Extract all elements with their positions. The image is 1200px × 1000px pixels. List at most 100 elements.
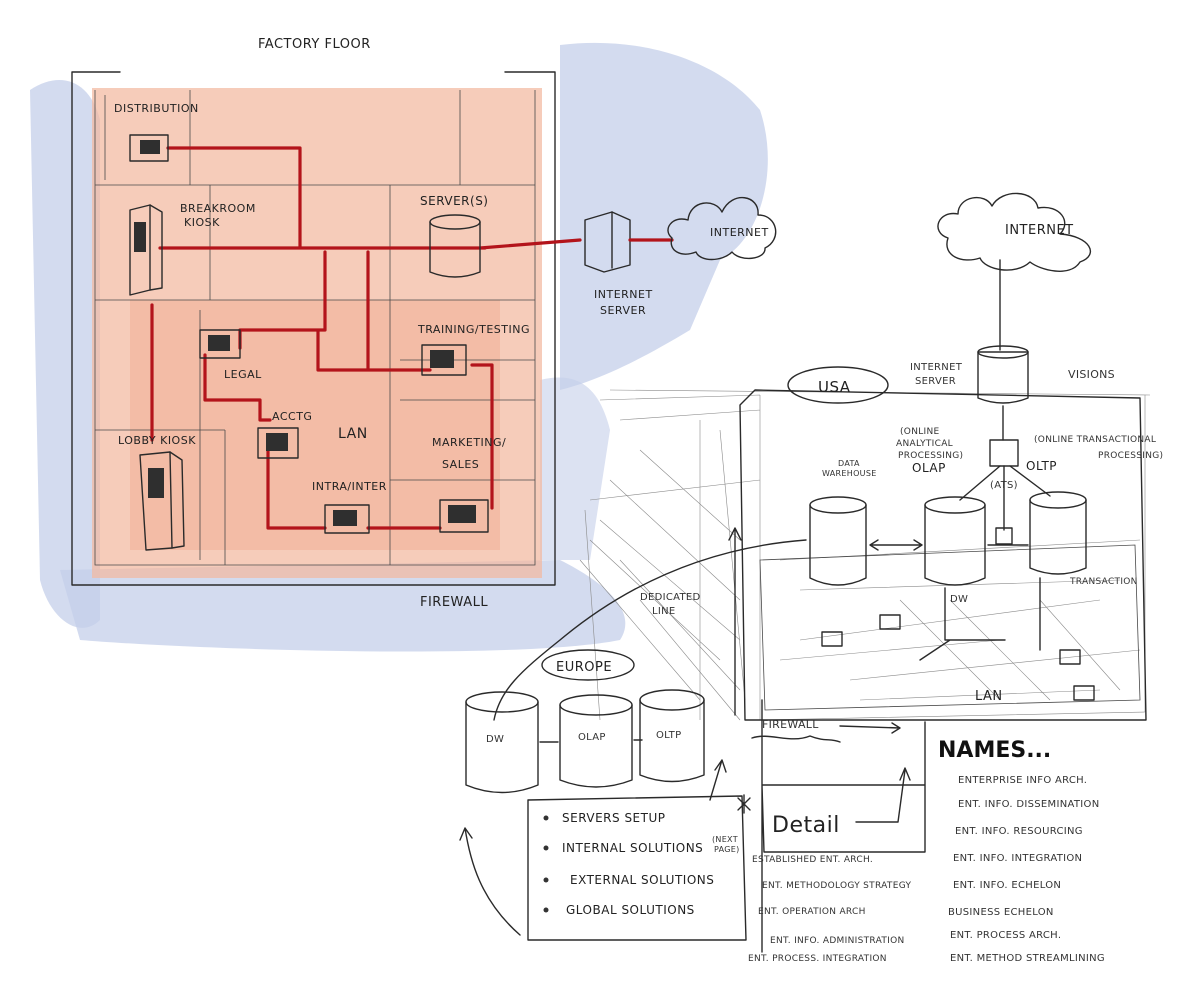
usa-region-label: USA [818, 378, 851, 396]
outside-wash-right [560, 42, 768, 390]
outside-wash-mid [540, 377, 610, 560]
usa-firewall-label: FIREWALL [762, 718, 819, 731]
computer-icon-acctg [257, 427, 299, 459]
dw-label: DW [950, 594, 968, 605]
usa-tag-outline [787, 366, 889, 404]
computer-icon-distribution [129, 134, 169, 162]
factory-floor-plan: FACTORY FLOOR [71, 37, 777, 610]
floor-inner-wall [94, 90, 536, 566]
detail-item-1: ESTABLISHED ENT. ARCH. [752, 855, 873, 865]
detail-box-outline [761, 699, 926, 953]
floor-outer-wall [71, 71, 556, 586]
bullet-note-2: PAGE) [714, 845, 740, 854]
europe-oltp-label: OLTP [656, 730, 681, 741]
detail-title: Detail [772, 813, 840, 838]
bullet-dot-4 [543, 907, 549, 913]
olap-desc-3: PROCESSING) [898, 451, 963, 461]
bullet-servers-setup: SERVERS SETUP [562, 811, 666, 825]
usa-server-olap [924, 496, 986, 586]
outside-wash-left [30, 80, 100, 628]
outside-wash-bottom [60, 560, 626, 652]
olap-oltp-connector [995, 527, 1013, 545]
names-item-3: ENT. INFO. RESOURCING [955, 826, 1083, 837]
kiosk-icon-lobby [139, 451, 185, 551]
names-item-8: ENT. METHOD STREAMLINING [950, 953, 1105, 964]
names-item-1: ENTERPRISE INFO ARCH. [958, 775, 1087, 786]
names-title: NAMES... [938, 738, 1051, 763]
dw-olap-arrow [869, 539, 923, 551]
detail-section: Detail ESTABLISHED ENT. ARCH. ENT. METHO… [737, 699, 926, 964]
names-item-4: ENT. INFO. INTEGRATION [953, 853, 1082, 864]
label-internet-server-2: SERVER [600, 304, 646, 317]
names-item-5: ENT. INFO. ECHELON [953, 880, 1061, 891]
label-breakroom-2: KIOSK [184, 216, 220, 229]
usa-internet-server-label-2: SERVER [915, 376, 956, 387]
oltp-label: OLTP [1026, 459, 1057, 473]
internet-server-icon [584, 211, 631, 273]
usa-internet-server-label-1: INTERNET [910, 362, 963, 373]
floor-computer-2 [879, 614, 901, 630]
usa-firewall-box [989, 439, 1019, 467]
label-acctg: ACCTG [272, 410, 312, 423]
usa-building: USA INTERNET INTERNET SERVER VISIONS (ON… [493, 192, 1163, 743]
label-internet-server-1: INTERNET [594, 288, 653, 301]
bullet-note-1: (NEXT [712, 835, 738, 844]
bullet-global: GLOBAL SOLUTIONS [566, 903, 695, 917]
floor-plate [759, 544, 1141, 711]
firewall-arrow [839, 722, 901, 734]
bullet-external: EXTERNAL SOLUTIONS [570, 873, 714, 887]
transaction-label: TRANSACTION [1069, 577, 1138, 587]
usa-server-oltp [1029, 491, 1087, 575]
europe-server-dw [465, 691, 539, 794]
cloud-icon-internet [667, 196, 777, 261]
server-icon [429, 214, 481, 278]
watercolor-washes [30, 42, 768, 652]
bullet-box: SERVERS SETUP INTERNAL SOLUTIONS EXTERNA… [459, 759, 747, 941]
label-marketing-2: SALES [442, 458, 479, 471]
olap-desc-1: (ONLINE [900, 427, 940, 437]
kiosk-icon-breakroom [129, 204, 163, 296]
bullet-dot-2 [543, 845, 549, 851]
label-distribution: DISTRIBUTION [114, 102, 199, 115]
europe-arrows [539, 739, 643, 743]
label-lobby: LOBBY KIOSK [118, 434, 196, 447]
detail-arrow [855, 767, 911, 823]
data-warehouse-label-1: DATA [838, 459, 860, 468]
detail-item-3: ENT. OPERATION ARCH [758, 907, 866, 917]
detail-asterisk [737, 794, 751, 814]
dedicated-line-up-arrow [728, 527, 742, 716]
building-outline [739, 389, 1147, 721]
room-partitions [95, 90, 535, 565]
computer-icon-legal [199, 329, 241, 359]
detail-item-4: ENT. INFO. ADMINISTRATION [770, 936, 905, 946]
europe-olap-label: OLAP [578, 732, 606, 743]
bullet-box-arrows [459, 759, 727, 936]
europe-tag-outline [541, 649, 635, 681]
label-training: TRAINING/TESTING [417, 323, 530, 336]
names-section: NAMES... ENTERPRISE INFO ARCH. ENT. INFO… [938, 738, 1105, 964]
oltp-desc-1: (ONLINE TRANSACTIONAL [1034, 435, 1156, 445]
europe-dw-label: DW [486, 734, 504, 745]
floor-computer-3 [1059, 649, 1081, 665]
computer-icon-marketing [439, 499, 489, 533]
names-item-2: ENT. INFO. DISSEMINATION [958, 799, 1099, 810]
detail-item-2: ENT. METHODOLOGY STRATEGY [762, 881, 912, 891]
names-item-7: ENT. PROCESS ARCH. [950, 930, 1061, 941]
usa-internet-label: INTERNET [1005, 223, 1074, 238]
europe-region-label: EUROPE [556, 660, 612, 675]
floor-title: FACTORY FLOOR [258, 37, 371, 52]
cloud-icon-usa-internet [937, 192, 1092, 272]
oltp-desc-2: PROCESSING) [1098, 451, 1163, 461]
floor-computer-1 [821, 631, 843, 647]
label-servers: SERVER(S) [420, 194, 489, 208]
server-legs [919, 577, 1041, 661]
europe-server-olap [559, 694, 633, 788]
europe-cluster: EUROPE DW OLAP OLTP [465, 649, 705, 794]
floor-computer-4 [1073, 685, 1095, 701]
firewall-scribble [751, 735, 841, 743]
label-marketing-1: MARKETING/ [432, 436, 506, 449]
olap-label: OLAP [912, 461, 946, 475]
olap-desc-2: ANALYTICAL [896, 439, 953, 449]
